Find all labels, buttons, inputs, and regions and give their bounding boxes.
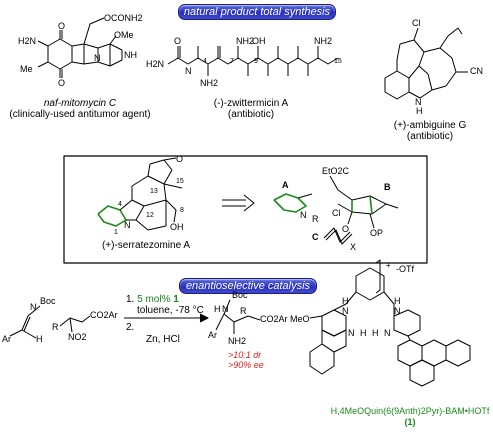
atom-label: H2N — [18, 36, 37, 46]
fragment-b — [329, 175, 399, 229]
atom-label: 13 — [150, 188, 158, 195]
atom-label: N — [30, 302, 37, 312]
atom-label: N — [94, 53, 101, 63]
substrate-imine — [9, 305, 41, 339]
selectivity-ee: >90% ee — [228, 360, 264, 370]
catalyst-number: (1) — [404, 417, 416, 427]
mitomycin-name: naf-mitomycin C — [43, 98, 117, 109]
atom-label: MeO — [290, 314, 310, 324]
atom-label: H — [372, 328, 379, 338]
substrate-nitro — [59, 315, 91, 333]
atom-label: N — [185, 66, 192, 76]
atom-label: Ar — [2, 334, 11, 344]
atom-label: OCONH2 — [104, 13, 143, 23]
fragment-label-a: A — [282, 180, 289, 190]
catalyst-name: H,4MeOQuin(6(9Anth)2Pyr)-BAM•HOTf — [330, 406, 490, 416]
atom-label: H2N — [146, 59, 165, 69]
zwittermicin-name: (-)-zwittermicin A — [213, 98, 289, 109]
conditions-step2-reagent: Zn, HCl — [146, 334, 180, 345]
atom-label: Cl — [412, 18, 421, 28]
atom-label: O — [58, 78, 66, 88]
reaction-arrow — [124, 313, 209, 323]
atom-label: O — [176, 154, 184, 164]
serratezomine-structure — [97, 159, 183, 231]
catalyst-structure — [309, 259, 471, 387]
retro-arrow — [222, 194, 255, 212]
atom-label: X — [350, 242, 357, 252]
atom-label: N — [394, 306, 401, 316]
atom-label: OH — [252, 36, 266, 46]
atom-label: NH2 — [236, 36, 255, 46]
ambiguine-structure — [384, 27, 468, 100]
zwittermicin-note: (antibiotic) — [227, 109, 275, 120]
atom-label: OH — [170, 222, 184, 232]
atom-label: R — [240, 306, 247, 316]
atom-label: N — [342, 306, 349, 316]
atom-label: H — [36, 334, 43, 344]
atom-label: EtO2C — [322, 166, 350, 176]
banner-enantioselective-catalysis: enantioselective catalysis — [179, 278, 317, 294]
atom-label: 8 — [180, 207, 184, 214]
atom-label: 7 — [230, 58, 234, 65]
atom-label: H — [394, 296, 401, 306]
atom-label: Boc — [40, 296, 56, 306]
fragment-label-c: C — [312, 232, 319, 242]
atom-label: NO2 — [68, 332, 87, 342]
ambiguine-name: (+)-ambiguine G — [393, 120, 467, 131]
atom-label: H — [416, 106, 423, 116]
atom-label: N — [124, 220, 131, 230]
atom-label: 9 — [254, 58, 258, 65]
atom-label: Cl — [332, 208, 341, 218]
atom-label: 4 — [118, 201, 122, 208]
fragment-c — [323, 227, 353, 245]
atom-label: O — [174, 36, 182, 46]
catalyst-counterion: -OTf — [396, 264, 414, 274]
zwittermicin-structure — [167, 46, 339, 76]
banner-total-synthesis: natural product total synthesis — [178, 4, 336, 20]
serratezomine-name: (+)-serratezomine A — [101, 240, 191, 251]
fragment-a — [273, 193, 313, 213]
fragment-label-b: B — [384, 182, 391, 192]
atom-label: NH2 — [314, 36, 333, 46]
atom-label: R — [52, 322, 59, 332]
atom-label: NH2 — [200, 78, 219, 88]
atom-label: 1 — [114, 229, 118, 236]
ambiguine-note: (antibiotic) — [406, 131, 454, 142]
atom-label: Boc — [232, 290, 248, 300]
atom-label: O — [58, 21, 66, 31]
atom-label: H — [214, 304, 221, 314]
atom-label: OP — [370, 228, 384, 238]
atom-label: H — [342, 296, 349, 306]
atom-label: N — [222, 304, 229, 314]
atom-label: R — [312, 214, 319, 224]
atom-label: OMe — [114, 30, 134, 40]
product-structure — [215, 299, 261, 334]
atom-label: N — [300, 210, 307, 220]
atom-label: NH2 — [228, 336, 247, 346]
atom-label: O — [342, 224, 350, 234]
atom-label: Me — [20, 64, 33, 74]
atom-label: CO2Ar — [260, 314, 288, 324]
atom-label: H — [360, 328, 367, 338]
atom-label: 15 — [334, 58, 342, 65]
conditions-step1-solvent: toluene, -78 °C — [137, 305, 204, 316]
atom-label: N — [384, 328, 391, 338]
selectivity-dr: >10:1 dr — [228, 350, 262, 360]
atom-label: CO2Ar — [90, 310, 118, 320]
atom-label: CN — [470, 66, 483, 76]
atom-label: N — [348, 328, 355, 338]
atom-label: 15 — [176, 178, 184, 185]
catalyst-charge: + — [386, 261, 391, 270]
mitomycin-note: (clinically-used antitumor agent) — [9, 109, 151, 120]
atom-label: 12 — [146, 212, 154, 219]
atom-label: Ar — [208, 330, 217, 340]
conditions-step2: 2. — [126, 322, 135, 333]
mitomycin-structure — [37, 17, 123, 78]
serratezomine-box — [63, 155, 428, 264]
atom-label: NH — [124, 50, 137, 60]
conditions-step1: 1. 5 mol% 1 — [126, 294, 179, 305]
atom-label: 4 — [203, 58, 207, 65]
atom-label: N — [415, 97, 422, 107]
